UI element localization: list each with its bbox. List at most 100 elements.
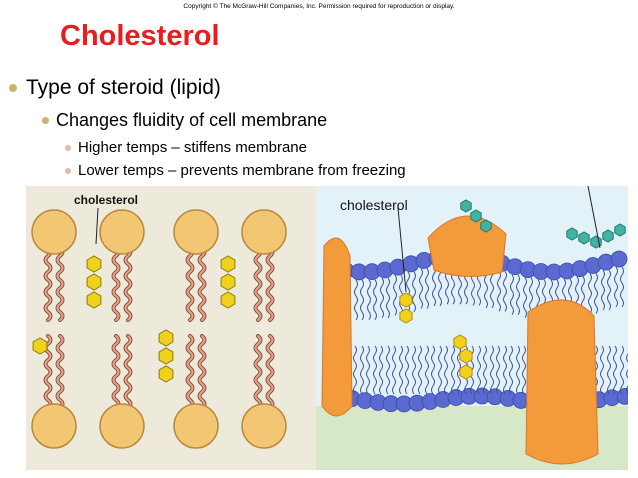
lipid-tail bbox=[444, 345, 448, 395]
bullet-dot-icon bbox=[65, 145, 71, 151]
glycolipid-sugar bbox=[480, 219, 492, 233]
phospholipid-head bbox=[173, 403, 219, 449]
bullet-dot-icon bbox=[65, 168, 71, 174]
fatty-acid-tail-fill bbox=[186, 247, 194, 321]
lipid-tail bbox=[483, 345, 487, 395]
lipid-tail bbox=[386, 277, 390, 319]
fatty-acid-tail-fill bbox=[254, 335, 262, 409]
lipid-tail bbox=[600, 345, 604, 395]
lipid-tail bbox=[425, 345, 429, 395]
bullet-level3: Higher temps – stiffens membrane bbox=[65, 139, 307, 156]
cholesterol-ring bbox=[220, 273, 236, 291]
glycolipid-sugar bbox=[602, 229, 614, 243]
lipid-tail bbox=[614, 266, 618, 308]
bullet-level1: Type of steroid (lipid) bbox=[9, 76, 221, 100]
lipid-tail bbox=[503, 271, 507, 312]
cholesterol-ring bbox=[86, 273, 102, 291]
lipid-tail bbox=[594, 273, 598, 314]
bullet-level1-text: Type of steroid (lipid) bbox=[26, 76, 221, 99]
lipid-tail bbox=[509, 345, 513, 395]
cholesterol-label-left: cholesterol bbox=[74, 193, 138, 207]
lipid-tail bbox=[497, 271, 501, 312]
lipid-tail bbox=[523, 277, 527, 318]
lipid-tail bbox=[438, 265, 442, 307]
lipid-tail bbox=[380, 277, 384, 319]
phospholipid-head bbox=[31, 403, 77, 449]
lipid-tail bbox=[386, 345, 390, 395]
lipid-tail bbox=[613, 345, 617, 395]
bullet-level2-text: Changes fluidity of cell membrane bbox=[56, 110, 328, 130]
lipid-tail bbox=[392, 345, 396, 395]
lipid-tail bbox=[373, 279, 377, 320]
cholesterol-ring bbox=[220, 291, 236, 309]
lipid-tail bbox=[425, 268, 429, 309]
lipid-tail bbox=[438, 345, 442, 395]
lipid-tail bbox=[418, 345, 422, 395]
protein-left bbox=[321, 237, 353, 417]
fatty-acid-tail-fill bbox=[266, 335, 274, 409]
fatty-acid-tail-fill bbox=[56, 335, 64, 409]
fatty-acid-tail-fill bbox=[198, 247, 206, 321]
cholesterol-ring bbox=[86, 255, 102, 273]
glycolipid-sugar bbox=[578, 231, 590, 245]
glycolipid-sugar bbox=[470, 209, 482, 223]
lipid-tail bbox=[516, 274, 520, 316]
fatty-acid-tail-fill bbox=[254, 247, 262, 321]
bullet-level3-text: Lower temps – prevents membrane from fre… bbox=[78, 162, 406, 179]
membrane-model-figure: cholesterol bbox=[316, 186, 628, 470]
fatty-acid-tail-fill bbox=[112, 335, 120, 409]
bullet-level3-text: Higher temps – stiffens membrane bbox=[78, 139, 307, 156]
copyright-notice: Copyright © The McGraw-Hill Companies, I… bbox=[183, 3, 455, 10]
lipid-tail bbox=[620, 266, 624, 308]
bullet-level3: Lower temps – prevents membrane from fre… bbox=[65, 162, 406, 179]
lipid-tail bbox=[366, 345, 370, 395]
phospholipid-head bbox=[241, 209, 287, 255]
lipid-tail bbox=[457, 345, 461, 395]
bullet-level2: Changes fluidity of cell membrane bbox=[42, 110, 328, 131]
cholesterol-ring bbox=[459, 348, 473, 364]
lipid-tail bbox=[393, 274, 397, 316]
lipid-tail bbox=[412, 271, 416, 313]
bullet-dot-icon bbox=[42, 117, 49, 124]
fatty-acid-tail-fill bbox=[186, 335, 194, 409]
lipid-tail bbox=[367, 279, 371, 320]
lipid-tail bbox=[432, 265, 436, 307]
bullet-dot-icon bbox=[9, 84, 17, 92]
protein-right bbox=[525, 299, 599, 465]
fatty-acid-tail-fill bbox=[44, 247, 52, 321]
lipid-tail bbox=[490, 267, 494, 309]
lipid-tail bbox=[477, 345, 481, 395]
lipid-tail bbox=[399, 345, 403, 395]
cholesterol-ring bbox=[399, 308, 413, 324]
cholesterol-ring bbox=[158, 347, 174, 365]
cholesterol-ring bbox=[459, 364, 473, 380]
fatty-acid-tail-fill bbox=[124, 335, 132, 409]
cholesterol-ring bbox=[399, 292, 413, 308]
cholesterol-ring bbox=[453, 334, 467, 350]
lipid-tail bbox=[516, 345, 520, 395]
lipid-tail bbox=[588, 273, 592, 314]
glycolipid-sugar bbox=[460, 199, 472, 213]
cholesterol-ring bbox=[158, 365, 174, 383]
cholesterol-ring bbox=[158, 329, 174, 347]
phospholipid-head bbox=[173, 209, 219, 255]
fatty-acid-tail-fill bbox=[112, 247, 120, 321]
lipid-tail bbox=[607, 345, 611, 395]
lipid-tail bbox=[431, 345, 435, 395]
lipid-tail bbox=[607, 269, 611, 311]
bilayer-drawing-figure: cholesterol bbox=[26, 186, 316, 470]
lipid-tail bbox=[405, 345, 409, 395]
phospholipid-head bbox=[31, 209, 77, 255]
lipid-tail bbox=[373, 345, 377, 395]
phospholipid-head bbox=[241, 403, 287, 449]
fatty-acid-tail-fill bbox=[266, 247, 274, 321]
cholesterol-label-right: cholesterol bbox=[340, 197, 408, 213]
lipid-tail bbox=[620, 345, 624, 395]
glycolipid-sugar bbox=[566, 227, 578, 241]
lipid-tail bbox=[490, 345, 494, 395]
lipid-tail bbox=[503, 345, 507, 395]
fatty-acid-tail-fill bbox=[56, 247, 64, 321]
phospholipid-head bbox=[99, 209, 145, 255]
glycolipid-sugar bbox=[614, 223, 626, 237]
